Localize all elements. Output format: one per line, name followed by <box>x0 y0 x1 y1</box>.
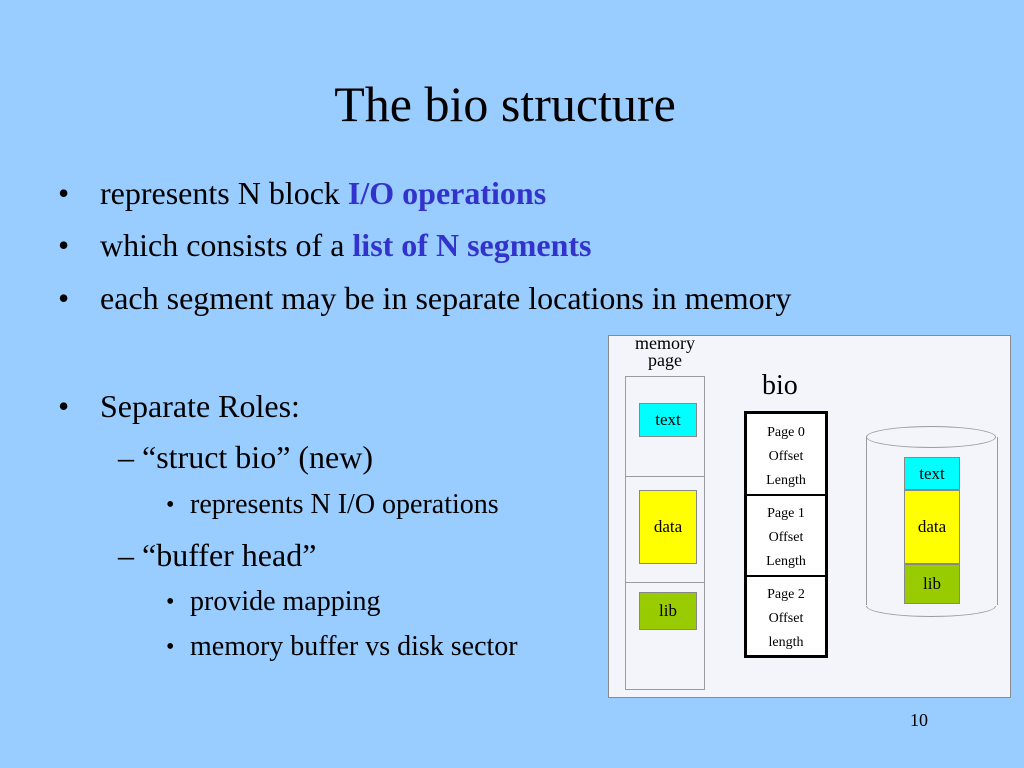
memory-segment-data: data <box>639 490 697 564</box>
bullet-dot: • <box>58 280 70 316</box>
bullet-dot: • <box>58 175 70 211</box>
role-buffer-head: – “buffer head” <box>118 537 317 573</box>
bullet-separate-roles: • Separate Roles: <box>58 386 300 426</box>
bullet-dot: • <box>166 492 175 518</box>
role-struct-bio: – “struct bio” (new) <box>118 439 374 475</box>
bullet-dot: • <box>58 227 70 263</box>
bullet-text: which consists of a <box>100 227 353 263</box>
bullet-dot: • <box>166 589 175 615</box>
disk-segment-text: text <box>904 457 960 490</box>
role-item-text: provide mapping <box>190 586 381 617</box>
page-number: 10 <box>910 710 928 730</box>
memory-segment-text: text <box>639 403 697 437</box>
bullet-text: represents N block <box>100 175 348 211</box>
bio-entry-offset: Offset <box>768 449 804 464</box>
bio-entry-length: Length <box>766 554 806 569</box>
role-item-text: memory buffer vs disk sector <box>190 631 518 662</box>
bullet-highlight: list of N segments <box>352 227 592 263</box>
slide-title: The bio structure <box>334 76 676 132</box>
bio-entry-page: Page 0 <box>767 425 805 440</box>
bio-entry: Page 2 Offset length <box>747 576 825 657</box>
bullet-dot: • <box>58 388 70 424</box>
bio-entry-offset: Offset <box>768 611 804 626</box>
bio-entry: Page 1 Offset Length <box>747 495 825 576</box>
memory-label-line2: page <box>648 350 682 370</box>
role-item-text: represents N I/O operations <box>190 489 499 520</box>
disk-segment-data: data <box>904 490 960 564</box>
bio-entry-offset: Offset <box>768 530 804 545</box>
bullet-io-operations: • represents N block I/O operations <box>58 173 547 213</box>
memory-label-line1: memory <box>635 333 695 353</box>
bio-entry-page: Page 1 <box>767 506 805 521</box>
role-item: • memory buffer vs disk sector <box>166 630 518 664</box>
bio-entry-divider <box>747 575 825 577</box>
bio-entry-length: length <box>768 635 804 650</box>
bio-entry: Page 0 Offset Length <box>747 414 825 495</box>
memory-page-divider <box>625 476 705 477</box>
bullet-text: Separate Roles: <box>100 388 300 424</box>
role-item: • represents N I/O operations <box>166 488 499 522</box>
bullet-memory-locations: • each segment may be in separate locati… <box>58 278 792 318</box>
bio-entry-page: Page 2 <box>767 587 805 602</box>
memory-segment-lib: lib <box>639 592 697 630</box>
disk-cylinder-top <box>866 426 996 448</box>
memory-page-divider <box>625 582 705 583</box>
memory-page-label: memory page <box>622 333 708 370</box>
bullet-segments: • which consists of a list of N segments <box>58 225 592 265</box>
role-item: • provide mapping <box>166 585 381 619</box>
bio-entry-divider <box>747 494 825 496</box>
bio-entry-length: Length <box>766 473 806 488</box>
bullet-text: each segment may be in separate location… <box>100 280 792 316</box>
bullet-dot: • <box>166 634 175 660</box>
disk-segment-lib: lib <box>904 564 960 604</box>
bio-vector-table: Page 0 Offset Length Page 1 Offset Lengt… <box>744 411 828 658</box>
bio-label: bio <box>762 370 798 401</box>
bullet-highlight: I/O operations <box>347 175 547 211</box>
